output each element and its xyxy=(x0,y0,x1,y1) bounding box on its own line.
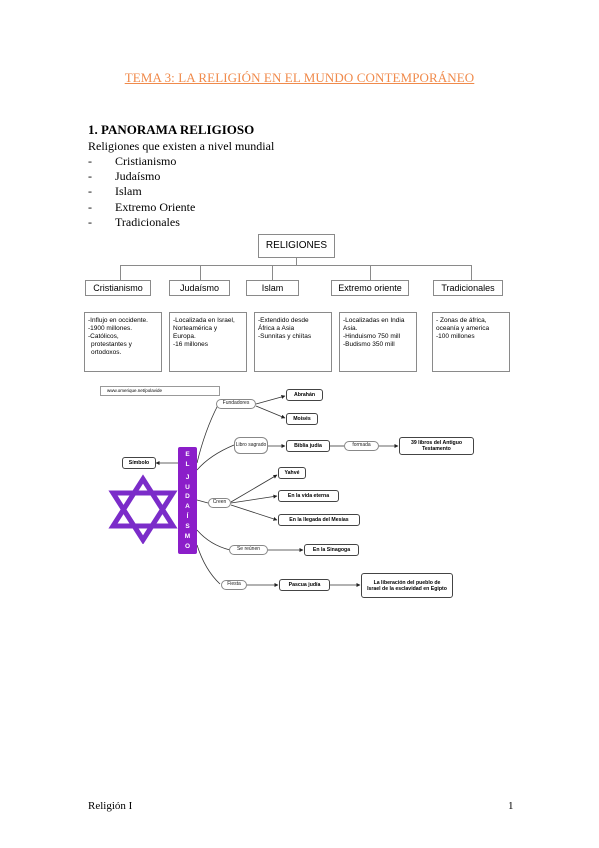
node-abrahan: Abrahán xyxy=(286,389,323,401)
list-item: -Islam xyxy=(88,184,142,199)
desc-judaismo: -Localizada en Israel, Norteamérica y Eu… xyxy=(169,312,247,372)
label-fundadores: Fundadores xyxy=(216,399,256,409)
connector-line xyxy=(120,265,471,266)
section-heading: 1. PANORAMA RELIGIOSO xyxy=(88,122,255,137)
connector-line xyxy=(296,258,297,265)
star-of-david-icon xyxy=(108,474,178,544)
node-vida-eterna: En la vida eterna xyxy=(278,490,339,502)
connector-line xyxy=(200,265,201,280)
node-mesias: En la llegada del Mesías xyxy=(278,514,360,526)
node-sinagoga: En la Sinagoga xyxy=(304,544,359,556)
label-creen: Creen xyxy=(208,498,231,508)
category-judaismo: Judaísmo xyxy=(169,280,230,296)
node-liberacion: La liberación del pueblo de Israel de la… xyxy=(361,573,453,598)
category-tradicionales: Tradicionales xyxy=(433,280,503,296)
label-se-reunen: Se reúnen xyxy=(229,545,268,555)
node-yahve: Yahvé xyxy=(278,467,306,479)
list-item: -Judaísmo xyxy=(88,169,161,184)
list-item: -Extremo Oriente xyxy=(88,199,196,214)
label-fiesta: Fiesta xyxy=(221,580,247,590)
connector-line xyxy=(272,265,273,280)
page-title: TEMA 3: LA RELIGIÓN EN EL MUNDO CONTEMPO… xyxy=(124,70,475,85)
desc-cristianismo: -Influjo en occidente. -1900 millones. -… xyxy=(84,312,162,372)
intro-text: Religiones que existen a nivel mundial xyxy=(88,139,275,153)
diagram-root-box: RELIGIONES xyxy=(258,234,335,258)
category-cristianismo: Cristianismo xyxy=(85,280,151,296)
desc-tradicionales: - Zonas de áfrica, oceanía y america -10… xyxy=(432,312,510,372)
label-formada: formada xyxy=(344,441,379,451)
source-url: www.omerique.net/polavide xyxy=(100,386,220,396)
category-extremo-oriente: Extremo oriente xyxy=(331,280,409,296)
connector-line xyxy=(370,265,371,280)
label-libro-sagrado: Libro sagrado xyxy=(234,437,268,454)
category-islam: Islam xyxy=(246,280,299,296)
list-item: -Cristianismo xyxy=(88,154,177,168)
node-pascua-judia: Pascua judía xyxy=(279,579,330,591)
central-topic-bar: E L J U D A Í S M O xyxy=(178,447,197,554)
desc-islam: -Extendido desde África a Asia -Sunnitas… xyxy=(254,312,332,372)
footer-course: Religión I xyxy=(88,800,133,812)
node-biblia-judia: Biblia judía xyxy=(286,440,330,452)
node-antiguo-testamento: 39 libros del Antiguo Testamento xyxy=(399,437,474,455)
desc-extremo-oriente: -Localizadas en India Asia. -Hinduismo 7… xyxy=(339,312,417,372)
connector-line xyxy=(471,265,472,280)
connector-line xyxy=(120,265,121,280)
page-number: 1 xyxy=(508,800,514,812)
religion-list: -Cristianismo -Judaísmo -Islam -Extremo … xyxy=(88,154,195,230)
list-item: -Tradicionales xyxy=(88,214,180,229)
symbol-box: Símbolo xyxy=(122,457,156,469)
node-moises: Moisés xyxy=(286,413,318,425)
